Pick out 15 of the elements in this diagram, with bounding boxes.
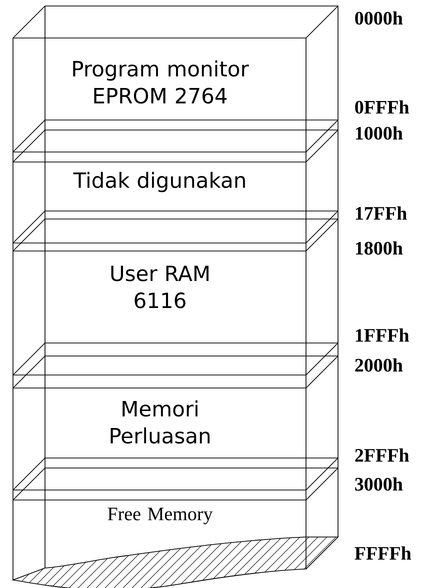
address-label: 0FFFh bbox=[355, 100, 409, 114]
address-label: 1FFFh bbox=[356, 328, 409, 342]
address-label: FFFFh bbox=[354, 546, 412, 560]
address-label: 17FFh bbox=[356, 206, 407, 220]
address-label: 2000h bbox=[355, 358, 403, 372]
address-label: 1800h bbox=[356, 241, 403, 255]
memory-block-label: Memori Perluasan bbox=[110, 400, 210, 444]
address-label: 1000h bbox=[356, 126, 403, 140]
memory-block-label: User RAM 6116 bbox=[111, 266, 208, 308]
memory-block-label: Tidak digunakan bbox=[73, 172, 245, 192]
address-label: 2FFFh bbox=[355, 448, 409, 462]
address-label: 0000h bbox=[355, 11, 403, 25]
memory-block-label: Program monitor EPROM 2764 bbox=[73, 60, 249, 104]
memory-block-label: Free Memory bbox=[108, 508, 213, 524]
address-label: 3000h bbox=[355, 477, 403, 491]
